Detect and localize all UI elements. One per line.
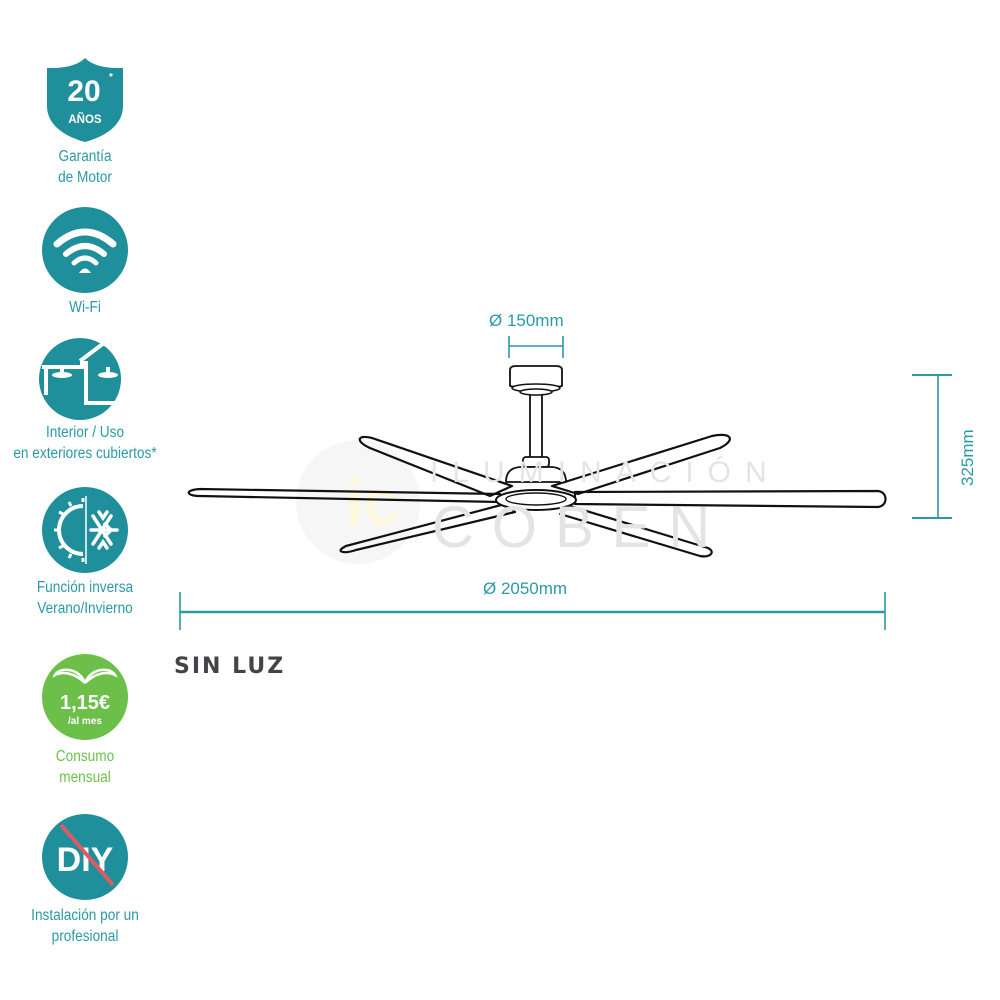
warranty-years: 20	[67, 75, 100, 108]
warranty-unit: AÑOS	[68, 113, 102, 126]
reverse-label-line: Verano/Invierno	[37, 600, 133, 617]
warranty-label-line: Garantía	[58, 148, 112, 165]
consumption-label-line: Consumo	[55, 748, 115, 765]
blade-right	[573, 489, 887, 509]
wifi-label-line: Wi-Fi	[69, 299, 101, 316]
variant-label: SIN LUZ	[174, 654, 286, 679]
blade-lower-left	[339, 502, 517, 554]
feature-reverse: Función inversa Verano/Invierno	[0, 486, 170, 619]
warranty-mark: *	[109, 72, 113, 83]
indoor-outdoor-label-line: en exteriores cubiertos*	[13, 445, 157, 462]
height-label: 325mm	[958, 429, 977, 486]
blade-diameter-label: Ø 2050mm	[483, 579, 568, 598]
house-fan-icon	[39, 334, 148, 420]
consumption-label-line: mensual	[59, 769, 111, 786]
consumption-value: 1,15€	[60, 692, 110, 714]
blade-left	[187, 487, 502, 504]
consumption-label: Consumo mensual	[10, 746, 160, 788]
wifi-icon	[42, 207, 128, 293]
shield-icon: 20 * AÑOS	[47, 58, 123, 142]
warranty-label: Garantía de Motor	[10, 146, 160, 188]
warranty-label-line: de Motor	[58, 169, 112, 186]
motor-housing	[505, 466, 567, 483]
feature-warranty: 20 * AÑOS Garantía de Motor	[0, 56, 170, 188]
blade-upper-left	[358, 435, 514, 498]
no-diy-icon: DIY	[42, 814, 128, 900]
leaf-consumption-icon: 1,15€ /al mes	[42, 654, 128, 740]
indoor-outdoor-label: Interior / Uso en exteriores cubiertos*	[10, 422, 160, 464]
consumption-period: /al mes	[68, 716, 102, 727]
feature-wifi: Wi-Fi	[0, 206, 170, 318]
downrod	[529, 391, 543, 459]
watermark-logo-mark: ic	[345, 465, 400, 539]
canopy-diameter-label: Ø 150mm	[489, 311, 564, 330]
indoor-outdoor-label-line: Interior / Uso	[45, 424, 125, 441]
blade-upper-right	[550, 433, 731, 496]
professional-label: Instalación por un profesional	[10, 905, 160, 947]
professional-label-line: Instalación por un	[31, 907, 139, 924]
feature-professional: DIY Instalación por un profesional	[0, 813, 170, 947]
sun-snowflake-icon	[42, 487, 128, 573]
professional-label-line: profesional	[51, 928, 119, 945]
feature-indoor-outdoor: Interior / Uso en exteriores cubiertos*	[0, 333, 170, 464]
blade-lower-right	[558, 504, 713, 558]
reverse-label: Función inversa Verano/Invierno	[10, 577, 160, 619]
motor-coupler	[522, 456, 550, 468]
reverse-label-line: Función inversa	[36, 579, 134, 596]
wifi-label: Wi-Fi	[10, 297, 160, 318]
feature-consumption: 1,15€ /al mes Consumo mensual	[0, 653, 170, 788]
